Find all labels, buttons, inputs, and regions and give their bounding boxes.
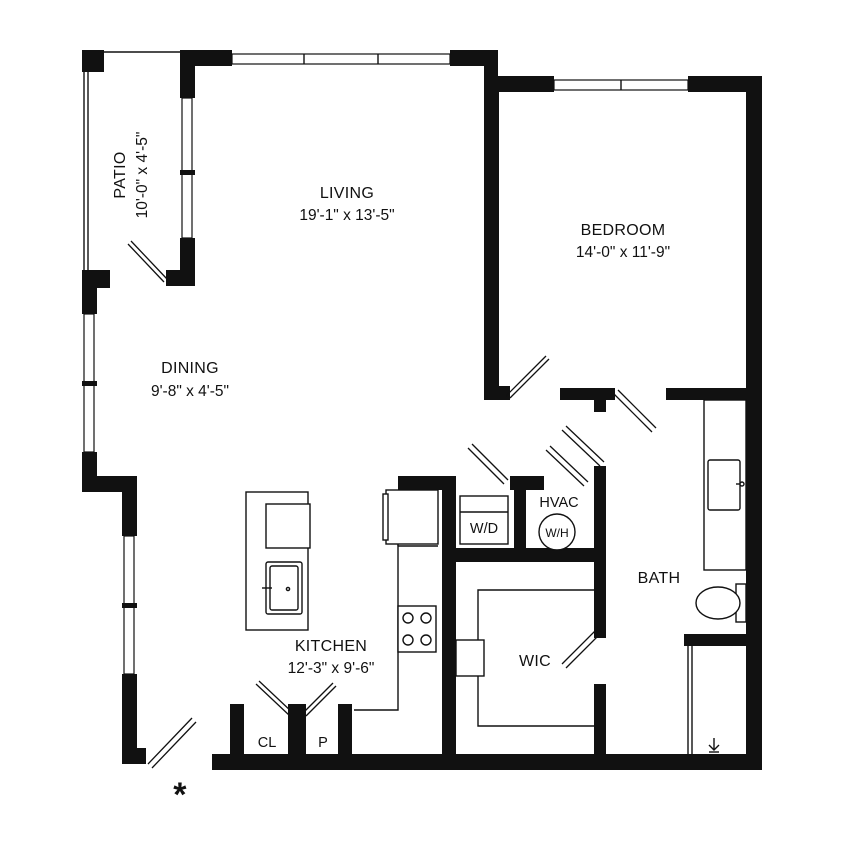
kitchen-fixtures [245, 489, 439, 711]
dining-name: DINING [161, 360, 219, 377]
pantry-label: P [318, 735, 328, 751]
dining-dim: 9'-8" x 4'-5" [151, 383, 229, 400]
toilet-icon [695, 583, 747, 623]
closet-label: CL [258, 735, 277, 751]
living-dim: 19'-1" x 13'-5" [299, 207, 394, 224]
laundry-hvac [459, 495, 576, 551]
kitchen-name: KITCHEN [295, 638, 367, 655]
dishwasher-icon [265, 503, 311, 549]
wh-label: W/H [545, 526, 568, 540]
windows [82, 51, 689, 675]
bath-name: BATH [638, 570, 681, 587]
bedroom-dim: 14'-0" x 11'-9" [576, 244, 670, 261]
walls [82, 50, 762, 770]
stove-icon [397, 605, 437, 653]
living-name: LIVING [320, 185, 374, 202]
sink-icon [707, 459, 745, 511]
fridge-icon [382, 489, 439, 545]
bath-fixtures [687, 399, 747, 754]
doors [127, 240, 657, 769]
washer-dryer [459, 495, 509, 545]
wic-name: WIC [519, 653, 551, 670]
patio-dim: 10'-0" x 4'-5" [134, 132, 151, 219]
hvac-label: HVAC [539, 495, 578, 511]
floor-drain-icon [708, 738, 720, 753]
sink-icon [262, 561, 303, 615]
patio-name: PATIO [112, 151, 129, 198]
water-heater [538, 513, 576, 551]
kitchen-dim: 12'-3" x 9'-6" [288, 660, 375, 677]
wd-label: W/D [470, 521, 498, 537]
wic-shelves [455, 589, 594, 727]
room-labels: PATIO 10'-0" x 4'-5" LIVING 19'-1" x 13'… [112, 132, 680, 814]
entry-star-icon: * [173, 776, 187, 814]
bedroom-name: BEDROOM [581, 222, 666, 239]
